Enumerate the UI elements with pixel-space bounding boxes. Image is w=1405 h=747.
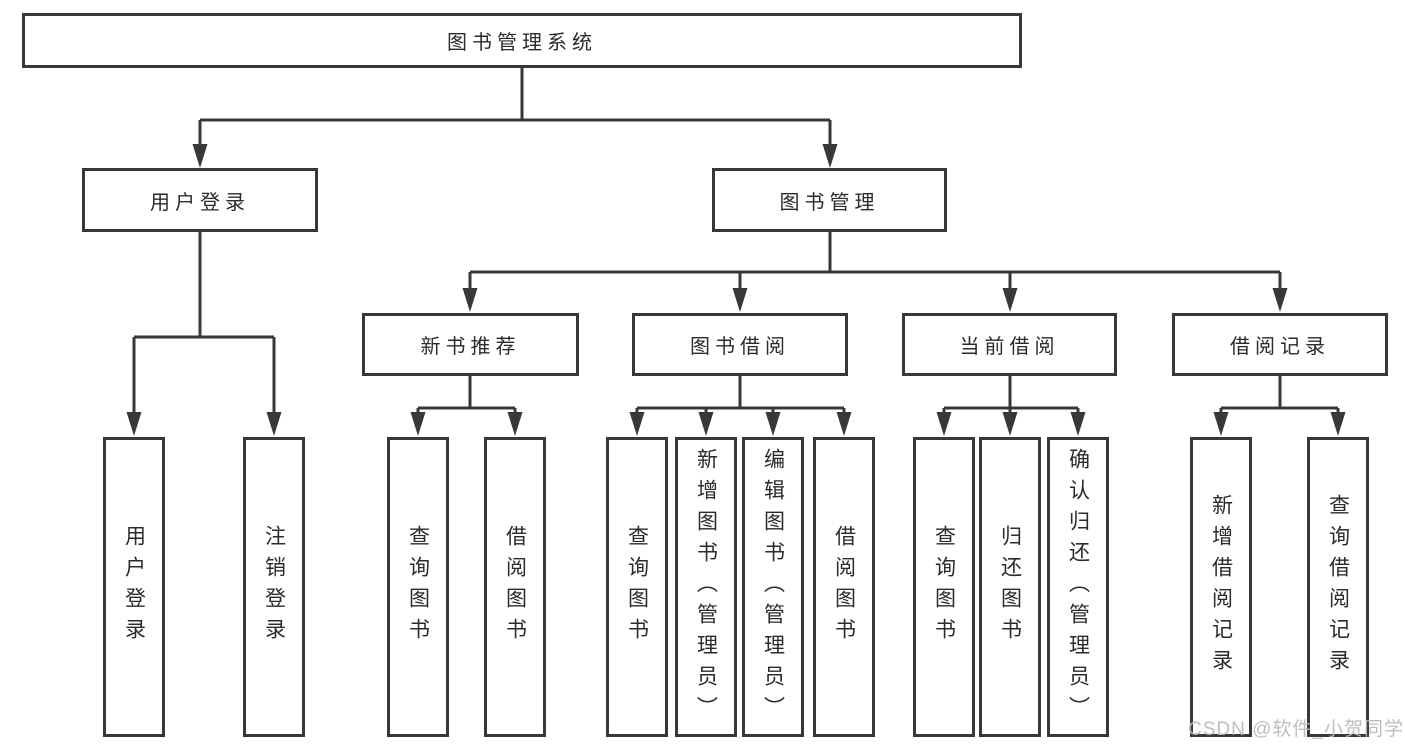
leaf-confirm-return-admin: 确认归还（管理员） (1047, 437, 1109, 737)
leaf-user-login: 用户登录 (103, 437, 165, 737)
node-borrowing-records-label: 借阅记录 (1230, 336, 1330, 358)
arrowhead (1272, 288, 1288, 312)
leaf-query-books-current-label: 查询图书 (932, 525, 956, 649)
leaf-query-borrow-record-label: 查询借阅记录 (1326, 494, 1350, 680)
node-user-login: 用户登录 (82, 168, 318, 232)
leaf-borrow-books-recommend: 借阅图书 (484, 437, 546, 737)
leaf-add-borrow-record-label: 新增借阅记录 (1209, 494, 1233, 680)
leaf-borrow-books-label: 借阅图书 (832, 525, 856, 649)
arrowhead (1070, 412, 1086, 436)
leaf-borrow-books: 借阅图书 (813, 437, 875, 737)
node-current-borrowing-label: 当前借阅 (959, 336, 1060, 358)
node-user-login-label: 用户登录 (150, 191, 250, 214)
arrowhead (192, 144, 208, 168)
leaf-confirm-return-admin-label: 确认归还（管理员） (1066, 447, 1090, 727)
arrowhead (1002, 288, 1018, 312)
arrowhead (126, 412, 142, 436)
arrowhead (507, 412, 523, 436)
leaf-query-books-recommend: 查询图书 (387, 437, 449, 737)
node-book-management-label: 图书管理 (779, 191, 880, 214)
leaf-add-borrow-record: 新增借阅记录 (1190, 437, 1252, 737)
arrowhead (1002, 412, 1018, 436)
leaf-query-books-recommend-label: 查询图书 (406, 525, 430, 649)
node-root-label: 图书管理系统 (447, 32, 597, 54)
arrowhead (765, 412, 781, 436)
arrowhead (462, 288, 478, 312)
arrowheads (126, 144, 1346, 436)
leaf-query-borrow-record: 查询借阅记录 (1307, 437, 1369, 737)
leaf-return-books: 归还图书 (979, 437, 1041, 737)
node-book-borrowing: 图书借阅 (632, 313, 848, 376)
connector-newbook-to-leaves (416, 376, 517, 417)
arrowhead (822, 144, 838, 168)
leaf-edit-books-admin-label: 编辑图书（管理员） (761, 447, 785, 727)
arrowhead (266, 412, 282, 436)
arrowhead (1330, 412, 1346, 436)
arrowhead (732, 288, 748, 312)
leaf-user-login-label: 用户登录 (122, 525, 146, 649)
leaf-logout-label: 注销登录 (262, 525, 286, 649)
connector-records-to-leaves (1219, 376, 1340, 417)
leaf-query-books-borrow-label: 查询图书 (625, 525, 649, 649)
leaf-query-books-borrow: 查询图书 (606, 437, 668, 737)
node-book-borrowing-label: 图书借阅 (690, 336, 790, 358)
leaf-query-books-current: 查询图书 (913, 437, 975, 737)
leaf-logout: 注销登录 (243, 437, 305, 737)
node-new-book-recommendation-label: 新书推荐 (420, 336, 521, 358)
arrowhead (698, 412, 714, 436)
arrowhead (1213, 412, 1229, 436)
connector-currentborrow-to-leaves (942, 376, 1080, 417)
node-borrowing-records: 借阅记录 (1172, 313, 1388, 376)
leaf-add-books-admin-label: 新增图书（管理员） (694, 447, 718, 727)
connector-root-to-level2 (198, 68, 832, 148)
leaf-add-books-admin: 新增图书（管理员） (675, 437, 737, 737)
node-book-management: 图书管理 (712, 168, 947, 232)
connector-userlogin-to-leaves (132, 232, 276, 417)
node-new-book-recommendation: 新书推荐 (362, 313, 579, 376)
connector-bookborrow-to-leaves (635, 376, 846, 417)
node-current-borrowing: 当前借阅 (902, 313, 1117, 376)
leaf-edit-books-admin: 编辑图书（管理员） (742, 437, 804, 737)
arrowhead (629, 412, 645, 436)
connector-bookmgmt-to-level3 (468, 232, 1282, 292)
arrowhead (410, 412, 426, 436)
node-root: 图书管理系统 (22, 13, 1022, 68)
arrowhead (936, 412, 952, 436)
leaf-borrow-books-recommend-label: 借阅图书 (503, 525, 527, 649)
arrowhead (836, 412, 852, 436)
leaf-return-books-label: 归还图书 (998, 525, 1022, 649)
watermark: CSDN @软件_小贺同学 (1188, 719, 1404, 740)
